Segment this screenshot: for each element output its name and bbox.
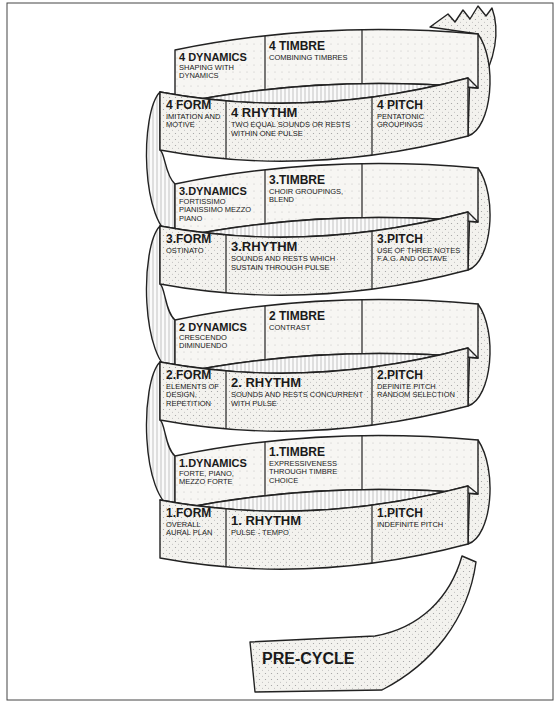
form-segment: 3.FORMOSTINATO	[166, 233, 222, 255]
segment-heading: 3.FORM	[166, 233, 222, 246]
segment-description: FORTE, PIANO, MEZZO FORTE	[179, 470, 262, 487]
rhythm-segment: 1. RHYTHMPULSE - TEMPO	[231, 514, 367, 538]
segment-heading: 4 PITCH	[377, 99, 461, 112]
section-divider	[225, 509, 226, 567]
rhythm-segment: 2. RHYTHMSOUNDS AND RESTS CONCURRENT WIT…	[231, 376, 367, 408]
section-divider	[371, 505, 372, 563]
pre-cycle-tail	[250, 556, 476, 692]
segment-heading: 2 DYNAMICS	[179, 321, 262, 333]
segment-description: EXPRESSIVENESS THROUGH TIMBRE CHOICE	[269, 460, 357, 485]
section-divider	[225, 235, 226, 293]
segment-description: DEFINITE PITCH RANDOM SELECTION	[377, 383, 461, 400]
pitch-segment: 1.PITCHINDEFINITE PITCH	[377, 507, 461, 529]
segment-heading: 2. RHYTHM	[231, 376, 367, 390]
segment-description: USE OF THREE NOTES F.A.G. AND OCTAVE	[377, 247, 461, 264]
segment-description: ELEMENTS OF DESIGN, REPETITION	[166, 383, 222, 408]
timbre-segment: 2 TIMBRECONTRAST	[269, 310, 357, 332]
section-divider	[371, 97, 372, 155]
segment-description: CHOIR GROUPINGS, BLEND	[269, 188, 357, 205]
segment-heading: PRE-CYCLE	[262, 650, 374, 668]
front-band	[160, 486, 468, 569]
segment-heading: 3.DYNAMICS	[179, 185, 262, 197]
segment-description: OSTINATO	[166, 247, 222, 255]
segment-heading: 2.FORM	[166, 369, 222, 382]
section-divider	[371, 231, 372, 289]
pitch-segment: 2.PITCHDEFINITE PITCH RANDOM SELECTION	[377, 369, 461, 400]
section-divider	[361, 436, 362, 490]
segment-description: IMITATION AND MOTIVE	[166, 113, 222, 130]
segment-heading: 4 DYNAMICS	[179, 51, 262, 63]
pitch-segment: 4 PITCHPENTATONIC GROUPINGS	[377, 99, 461, 130]
segment-description: INDEFINITE PITCH	[377, 521, 461, 529]
segment-heading: 1.FORM	[166, 507, 222, 520]
segment-heading: 4 FORM	[166, 99, 222, 112]
segment-heading: 4 TIMBRE	[269, 40, 357, 53]
segment-description: TWO EQUAL SOUNDS OR RESTS WITHIN ONE PUL…	[231, 121, 367, 138]
dynamics-segment: 2 DYNAMICSCRESCENDO DIMINUENDO	[179, 321, 262, 351]
rhythm-segment: 4 RHYTHMTWO EQUAL SOUNDS OR RESTS WITHIN…	[231, 106, 367, 138]
frame	[7, 3, 553, 700]
section-divider	[264, 306, 265, 360]
segment-description: SOUNDS AND RESTS CONCURRENT WITH PULSE	[231, 391, 367, 408]
segment-heading: 3.TIMBRE	[269, 174, 357, 187]
segment-description: PENTATONIC GROUPINGS	[377, 113, 461, 130]
section-divider	[264, 442, 265, 496]
front-band	[160, 348, 468, 431]
segment-heading: 1.PITCH	[377, 507, 461, 520]
section-divider	[361, 300, 362, 354]
form-segment: 2.FORMELEMENTS OF DESIGN, REPETITION	[166, 369, 222, 408]
section-divider	[361, 30, 362, 84]
dynamics-segment: 4 DYNAMICSSHAPING WITH DYNAMICS	[179, 51, 262, 81]
section-divider	[225, 371, 226, 429]
segment-heading: 4 RHYTHM	[231, 106, 367, 120]
segment-description: COMBINING TIMBRES	[269, 54, 357, 62]
segment-description: FORTISSIMO PIANISSIMO MEZZO PIANO	[179, 198, 262, 223]
section-divider	[264, 170, 265, 224]
segment-heading: 2 TIMBRE	[269, 310, 357, 323]
section-divider	[371, 367, 372, 425]
segment-heading: 3.PITCH	[377, 233, 461, 246]
segment-heading: 1. RHYTHM	[231, 514, 367, 528]
section-divider	[225, 101, 226, 159]
segment-description: CONTRAST	[269, 324, 357, 332]
segment-description: OVERALL AURAL PLAN	[166, 521, 222, 538]
rhythm-segment: 3.RHYTHMSOUNDS AND RESTS WHICH SUSTAIN T…	[231, 240, 367, 272]
front-band	[160, 212, 468, 295]
segment-heading: 1.TIMBRE	[269, 446, 357, 459]
timbre-segment: 4 TIMBRECOMBINING TIMBRES	[269, 40, 357, 62]
section-divider	[264, 36, 265, 90]
segment-description: PULSE - TEMPO	[231, 529, 367, 537]
segment-description: SOUNDS AND RESTS WHICH SUSTAIN THROUGH P…	[231, 255, 367, 272]
front-band	[160, 78, 468, 161]
timbre-segment: 3.TIMBRECHOIR GROUPINGS, BLEND	[269, 174, 357, 205]
segment-heading: 3.RHYTHM	[231, 240, 367, 254]
segment-description: SHAPING WITH DYNAMICS	[179, 64, 262, 81]
dynamics-segment: 3.DYNAMICSFORTISSIMO PIANISSIMO MEZZO PI…	[179, 185, 262, 223]
timbre-segment: 1.TIMBREEXPRESSIVENESS THROUGH TIMBRE CH…	[269, 446, 357, 485]
segment-heading: 2.PITCH	[377, 369, 461, 382]
form-segment: 1.FORMOVERALL AURAL PLAN	[166, 507, 222, 538]
form-segment: 4 FORMIMITATION AND MOTIVE	[166, 99, 222, 130]
segment-heading: 1.DYNAMICS	[179, 457, 262, 469]
pre-cycle-label: PRE-CYCLE	[262, 650, 374, 668]
pitch-segment: 3.PITCHUSE OF THREE NOTES F.A.G. AND OCT…	[377, 233, 461, 264]
segment-description: CRESCENDO DIMINUENDO	[179, 334, 262, 351]
dynamics-segment: 1.DYNAMICSFORTE, PIANO, MEZZO FORTE	[179, 457, 262, 487]
section-divider	[361, 164, 362, 218]
